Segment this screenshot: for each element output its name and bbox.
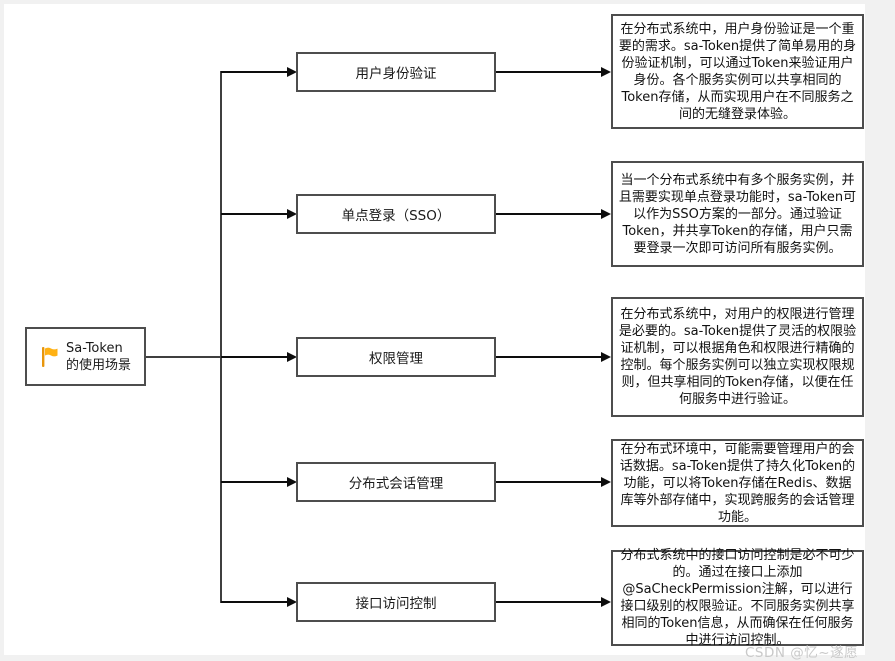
connector-branch-4: [221, 481, 287, 483]
desc-permission-text: 在分布式系统中，对用户的权限进行管理是必要的。sa-Token提供了灵活的权限验…: [618, 307, 857, 407]
node-permission[interactable]: 权限管理: [296, 337, 496, 377]
desc-sso: 当一个分布式系统中有多个服务实例，并且需要实现单点登录功能时，sa-Token可…: [611, 161, 864, 267]
connector-desc-4: [496, 481, 602, 483]
node-sso[interactable]: 单点登录（SSO）: [296, 194, 496, 234]
node-permission-label: 权限管理: [369, 351, 423, 367]
connector-branch-3: [221, 356, 287, 358]
arrowhead-desc-4: [601, 477, 611, 487]
node-user-auth[interactable]: 用户身份验证: [296, 52, 496, 92]
connector-desc-2: [496, 213, 602, 215]
node-api-control-label: 接口访问控制: [355, 596, 437, 612]
diagram-canvas: Sa-Token 的使用场景 用户身份验证 单点登录（SSO） 权限管理 分布式…: [4, 4, 865, 655]
connector-desc-3: [496, 356, 602, 358]
arrowhead-desc-5: [601, 597, 611, 607]
desc-sso-text: 当一个分布式系统中有多个服务实例，并且需要实现单点登录功能时，sa-Token可…: [618, 172, 857, 256]
node-api-control[interactable]: 接口访问控制: [296, 582, 496, 622]
desc-user-auth-text: 在分布式系统中，用户身份验证是一个重要的需求。sa-Token提供了简单易用的身…: [618, 21, 857, 122]
desc-user-auth: 在分布式系统中，用户身份验证是一个重要的需求。sa-Token提供了简单易用的身…: [611, 14, 864, 129]
root-node-label: Sa-Token 的使用场景: [66, 340, 131, 374]
arrowhead-desc-3: [601, 352, 611, 362]
watermark: CSDN @忆~遂愿: [745, 645, 859, 661]
node-sso-label: 单点登录（SSO）: [341, 208, 451, 224]
connector-branch-2: [221, 213, 287, 215]
connector-desc-5: [496, 601, 602, 603]
root-title-line2: 的使用场景: [65, 357, 131, 373]
connector-root-to-trunk: [146, 356, 222, 358]
desc-session-text: 在分布式环境中，可能需要管理用户的会话数据。sa-Token提供了持久化Toke…: [619, 441, 856, 525]
root-node-sa-token[interactable]: Sa-Token 的使用场景: [25, 327, 146, 386]
arrowhead-branch-5: [287, 597, 297, 607]
desc-permission: 在分布式系统中，对用户的权限进行管理是必要的。sa-Token提供了灵活的权限验…: [611, 297, 864, 417]
connector-trunk: [220, 71, 222, 603]
arrowhead-branch-3: [287, 352, 297, 362]
desc-api-control: 分布式系统中的接口访问控制是必不可少的。通过在接口上添加@SaCheckPerm…: [611, 548, 864, 648]
desc-session: 在分布式环境中，可能需要管理用户的会话数据。sa-Token提供了持久化Toke…: [611, 439, 864, 527]
arrowhead-branch-4: [287, 477, 297, 487]
arrowhead-branch-2: [287, 209, 297, 219]
arrowhead-desc-2: [601, 209, 611, 219]
node-user-auth-label: 用户身份验证: [355, 66, 437, 82]
connector-desc-1: [496, 71, 602, 73]
connector-branch-5: [221, 601, 287, 603]
arrowhead-branch-1: [287, 67, 297, 77]
node-session-label: 分布式会话管理: [348, 476, 444, 492]
node-session[interactable]: 分布式会话管理: [296, 462, 496, 502]
root-title-line1: Sa-Token: [65, 340, 123, 356]
desc-api-control-text: 分布式系统中的接口访问控制是必不可少的。通过在接口上添加@SaCheckPerm…: [620, 548, 855, 648]
connector-branch-1: [221, 71, 287, 73]
arrowhead-desc-1: [601, 67, 611, 77]
flag-icon: [40, 346, 60, 368]
